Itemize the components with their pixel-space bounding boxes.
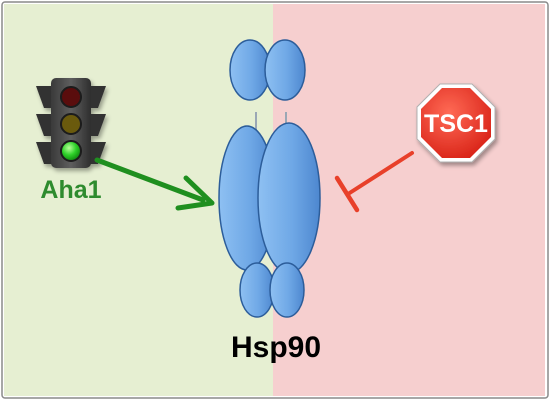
hsp90-protein (218, 39, 321, 318)
stop-sign-icon (416, 83, 496, 163)
traffic-light-icon (36, 78, 106, 168)
inhibitor-label: TSC1 (424, 110, 488, 138)
activation-arrow (94, 157, 215, 211)
target-label: Hsp90 (231, 331, 321, 364)
inhibition-arrow (334, 151, 414, 213)
activator-label: Aha1 (40, 176, 101, 204)
